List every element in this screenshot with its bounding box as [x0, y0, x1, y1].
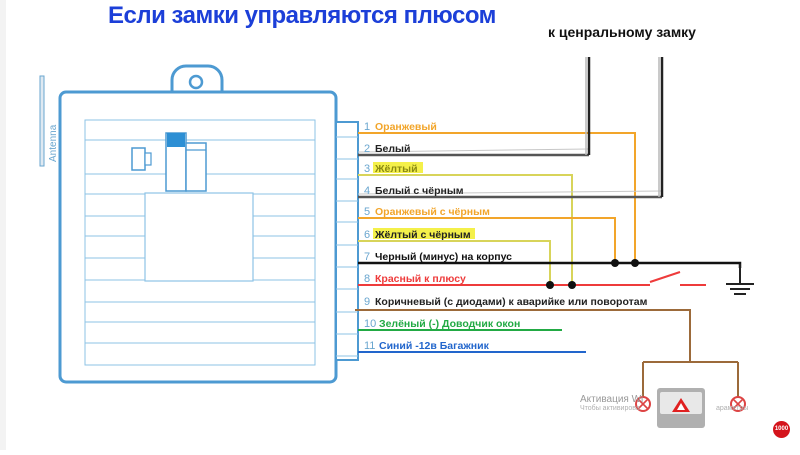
- wire-number: 5: [364, 206, 370, 218]
- wire-label: Жёлтый: [374, 163, 418, 175]
- central-lock-lines: [585, 57, 664, 197]
- channel-logo: 1000: [773, 421, 790, 438]
- diagram-title: Если замки управляются плюсом: [108, 2, 496, 29]
- wire-number: 6: [364, 229, 370, 241]
- left-border: [0, 0, 6, 450]
- hazard-button-icon: [657, 388, 705, 428]
- relay-block: [131, 132, 207, 192]
- antenna-strip: [39, 75, 45, 167]
- wire-4-highlight: [357, 190, 663, 195]
- wire-number: 4: [364, 185, 370, 197]
- ground-symbol: [726, 264, 754, 295]
- wire-1: [358, 132, 636, 263]
- wire-6: [358, 240, 551, 285]
- wire-label: Коричневый (с диодами) к аварийке или по…: [375, 296, 648, 308]
- connector-slots: [336, 136, 358, 357]
- activation-watermark-sub2: араметры: [716, 405, 749, 412]
- activation-watermark: Активация Wi: [580, 394, 644, 405]
- turn-signal-circuit: [355, 309, 739, 398]
- wire-label: Зелёный (-) Доводчик окон: [379, 318, 520, 330]
- chip: [144, 192, 254, 282]
- wire-label: Черный (минус) на корпус: [375, 251, 512, 263]
- wire-connector: [335, 121, 359, 361]
- wire-number: 7: [364, 251, 370, 263]
- wire-number: 1: [364, 121, 370, 133]
- wire-3: [358, 174, 573, 285]
- junction-dot: [546, 281, 554, 289]
- mount-hole: [188, 74, 204, 90]
- circuit-board: [84, 119, 316, 366]
- wire-number: 2: [364, 143, 370, 155]
- wire-number: 10: [364, 318, 376, 330]
- wire-number: 3: [364, 163, 370, 175]
- wire-label: Жёлтый с чёрным: [374, 229, 471, 241]
- junction-dot: [568, 281, 576, 289]
- switch-symbol: [649, 271, 681, 283]
- wire-label: Белый с чёрным: [375, 185, 464, 197]
- wire-label: Оранжевый с чёрным: [375, 206, 490, 218]
- wire-2-highlight: [357, 148, 590, 153]
- antenna-label: Antenna: [48, 124, 59, 162]
- label-highlight: [373, 162, 423, 173]
- wire-5: [358, 217, 616, 263]
- wire-label: Синий -12в Багажник: [379, 340, 490, 352]
- wire-number: 8: [364, 273, 370, 285]
- junction-dot: [631, 259, 639, 267]
- activation-watermark-sub: Чтобы активирова: [580, 405, 640, 412]
- lamp-icon: [730, 396, 746, 412]
- lamp-icon: [635, 396, 651, 412]
- wire-number: 9: [364, 296, 370, 308]
- label-highlight: [373, 228, 475, 239]
- wire-number: 11: [364, 340, 375, 352]
- wire-label: Белый: [375, 143, 410, 155]
- wire-label: Оранжевый: [375, 121, 437, 133]
- wire-label: Красный к плюсу: [375, 273, 466, 285]
- junction-dot: [611, 259, 619, 267]
- central-lock-label: к ценральному замку: [548, 24, 696, 40]
